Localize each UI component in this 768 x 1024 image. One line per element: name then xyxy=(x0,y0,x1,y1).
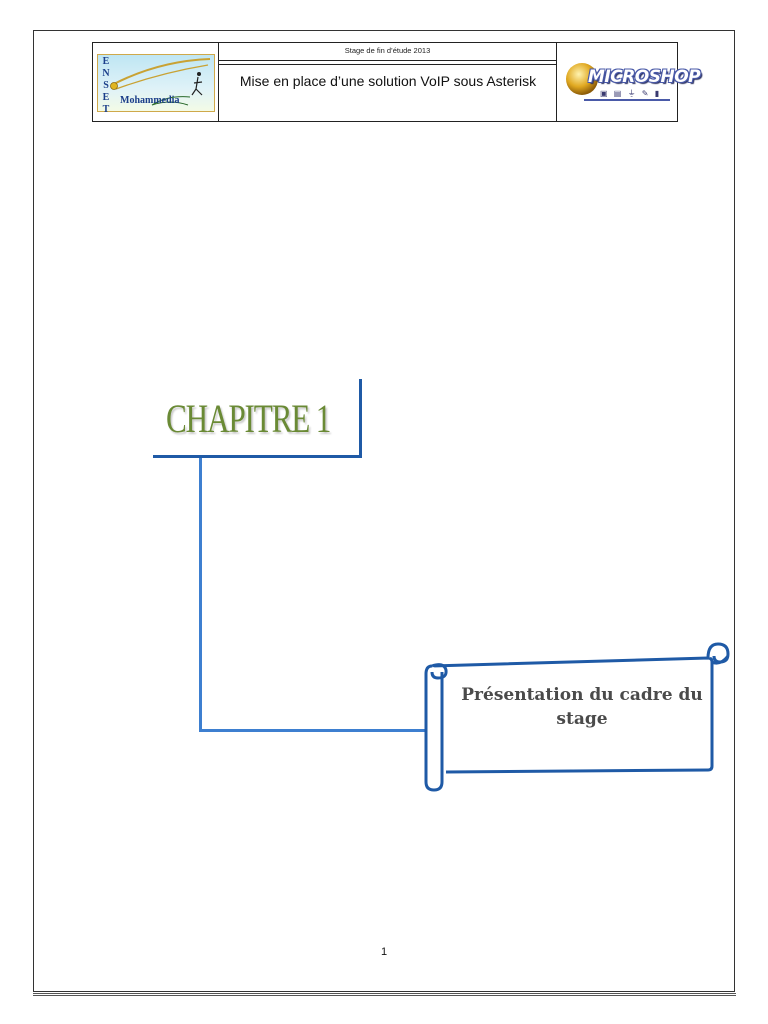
enset-swoosh-icon xyxy=(110,58,211,106)
page-border xyxy=(33,30,735,992)
scroll-banner-icon xyxy=(424,642,730,792)
microshop-globe-icon xyxy=(566,63,670,101)
section-title: Présentation du cadre du stage xyxy=(461,685,703,729)
microshop-logo: MICROSHOP ▣ ▤ ⏚ ✎ ▮ xyxy=(564,57,701,105)
chapter-title: CHAPITRE 1 xyxy=(166,396,331,441)
connector-line-vertical xyxy=(199,458,202,732)
microshop-wordmark: MICROSHOP xyxy=(588,67,701,87)
header-divider xyxy=(219,64,556,65)
stage-label: Stage de fin d’étude 2013 xyxy=(219,43,556,61)
header-table: E N S E T Mohammedia Stage de fin d’étud… xyxy=(92,42,701,122)
enset-letter: E xyxy=(102,56,110,67)
enset-letters: E N S E T xyxy=(101,56,111,116)
chapter-rule-vertical xyxy=(359,379,362,457)
enset-letter: N xyxy=(102,68,110,79)
bottom-double-rule xyxy=(33,993,736,996)
enset-letter: T xyxy=(102,104,110,115)
chapter-rule-horizontal xyxy=(153,455,362,458)
enset-letter: E xyxy=(102,92,110,103)
connector-line-horizontal xyxy=(199,729,431,732)
enset-letter: S xyxy=(103,80,109,91)
enset-city-label: Mohammedia xyxy=(120,95,180,106)
page-number: 1 xyxy=(380,946,388,958)
enset-logo: E N S E T Mohammedia xyxy=(97,54,215,115)
document-title: Mise en place d’une solution VoIP sous A… xyxy=(239,73,537,89)
enset-logo-cell: E N S E T Mohammedia xyxy=(93,43,219,121)
header-title-cell: Stage de fin d’étude 2013 Mise en place … xyxy=(219,43,557,121)
microshop-logo-cell: MICROSHOP ▣ ▤ ⏚ ✎ ▮ xyxy=(557,43,701,121)
microshop-device-icons: ▣ ▤ ⏚ ✎ ▮ xyxy=(600,89,662,98)
